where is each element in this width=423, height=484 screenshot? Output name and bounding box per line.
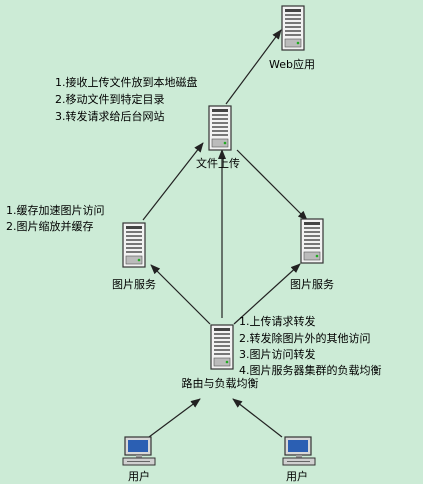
note-router: 1.上传请求转发 2.转发除图片外的其他访问 3.图片访问转发 4.图片服务器集…: [239, 314, 382, 377]
node-image-service-left: 图片服务: [112, 222, 156, 291]
node-label: 路由与负载均衡: [182, 376, 259, 390]
node-file-upload: 文件上传: [196, 105, 240, 170]
arrow-upload-to-web: [225, 29, 282, 105]
note-line: 1.上传请求转发: [239, 314, 316, 328]
server-icon: [210, 324, 234, 370]
arrow-router-to-image-right: [233, 263, 301, 325]
node-label: 用户: [286, 469, 308, 483]
arrow-upload-to-image-right: [236, 149, 308, 221]
note-image-service: 1.缓存加速图片访问 2.图片缩放并缓存: [6, 203, 105, 233]
arrow-router-to-image-left: [150, 264, 211, 325]
node-label: 用户: [128, 469, 150, 483]
arrow-user-left-to-router: [148, 398, 201, 438]
server-icon: [208, 105, 232, 151]
note-line: 2.移动文件到特定目录: [55, 92, 165, 106]
node-user-right: 用户: [282, 436, 316, 483]
note-line: 3.转发请求给后台网站: [55, 109, 165, 123]
arrow-user-right-to-router: [232, 398, 283, 438]
note-upload: 1.接收上传文件放到本地磁盘 2.移动文件到特定目录 3.转发请求给后台网站: [55, 75, 198, 123]
node-user-left: 用户: [122, 436, 156, 483]
node-router: 路由与负载均衡: [182, 324, 259, 390]
note-line: 2.图片缩放并缓存: [6, 219, 94, 233]
note-line: 1.缓存加速图片访问: [6, 203, 105, 217]
note-line: 3.图片访问转发: [239, 347, 316, 361]
note-line: 1.接收上传文件放到本地磁盘: [55, 75, 198, 89]
note-line: 2.转发除图片外的其他访问: [239, 331, 371, 345]
note-line: 4.图片服务器集群的负载均衡: [239, 363, 382, 377]
server-icon: [300, 218, 324, 264]
node-image-service-right: 图片服务: [290, 218, 334, 291]
connectors: [142, 29, 308, 438]
node-label: 文件上传: [196, 156, 240, 170]
computer-icon: [282, 436, 316, 466]
computer-icon: [122, 436, 156, 466]
node-label: 图片服务: [112, 278, 156, 291]
server-icon: [281, 5, 305, 51]
node-web-app: Web应用: [269, 5, 315, 71]
server-icon: [122, 222, 146, 268]
node-label: 图片服务: [290, 278, 334, 291]
arrow-image-left-to-upload: [142, 142, 204, 221]
node-label: Web应用: [269, 57, 315, 71]
